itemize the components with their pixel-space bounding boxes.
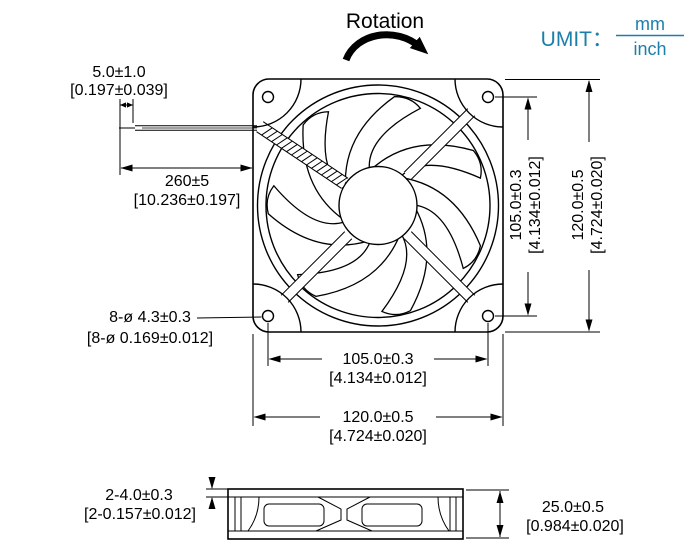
unit-denominator: inch bbox=[633, 39, 666, 59]
rotation-label: Rotation bbox=[346, 10, 424, 33]
dim-frame-depth: 25.0±0.5 [0.984±0.020] bbox=[466, 489, 624, 539]
rotation-indicator: Rotation bbox=[342, 10, 429, 62]
dim-flange-thickness-mm: 2-4.0±0.3 bbox=[105, 487, 173, 504]
hub-circle bbox=[338, 165, 418, 246]
dim-hole-pitch-vertical-inch: [4.134±0.012] bbox=[527, 156, 544, 254]
blade-face bbox=[263, 503, 325, 527]
dim-frame-height-inch: [4.724±0.020] bbox=[589, 156, 606, 254]
venturi-outer-ring bbox=[256, 84, 500, 327]
dim-lead-tip-mm: 5.0±1.0 bbox=[92, 64, 145, 81]
dim-flange-thickness-inch: [2-0.157±0.012] bbox=[84, 506, 196, 523]
corner-strut bbox=[403, 108, 476, 180]
venturi-inner-ring bbox=[265, 92, 491, 319]
mounting-hole bbox=[481, 309, 495, 323]
mounting-hole bbox=[261, 309, 275, 323]
corner-pad bbox=[454, 78, 504, 128]
dim-hole-pitch-vertical: 105.0±0.3 [4.134±0.012] bbox=[495, 96, 544, 317]
corner-pad bbox=[252, 78, 302, 128]
dim-hole-pitch-horizontal: 105.0±0.3 [4.134±0.012] bbox=[267, 323, 489, 387]
dim-frame-width-inch: [4.724±0.020] bbox=[329, 428, 427, 445]
dim-frame-height: 120.0±0.5 [4.724±0.020] bbox=[505, 79, 606, 333]
side-view bbox=[227, 488, 464, 540]
leader-line bbox=[196, 316, 262, 319]
blade-edge bbox=[247, 496, 260, 532]
blade-edge bbox=[437, 496, 450, 532]
dim-lead-length-mm: 260±5 bbox=[165, 173, 209, 190]
blade-edge bbox=[346, 496, 373, 532]
dim-frame-depth-mm: 25.0±0.5 bbox=[542, 499, 604, 516]
corner-strut bbox=[280, 231, 353, 303]
dim-lead-tip-inch: [0.197±0.039] bbox=[70, 82, 168, 99]
unit-numerator: mm bbox=[635, 14, 665, 34]
dim-mounting-holes: 8-ø 4.3±0.3 [8-ø 0.169±0.012] bbox=[87, 309, 262, 347]
front-view bbox=[119, 78, 504, 333]
dim-mounting-holes-mm: 8-ø 4.3±0.3 bbox=[109, 309, 191, 326]
dim-hole-pitch-horizontal-inch: [4.134±0.012] bbox=[329, 370, 427, 387]
dim-frame-width: 120.0±0.5 [4.724±0.020] bbox=[252, 334, 504, 445]
wire-bundle bbox=[256, 121, 349, 189]
unit-legend: UMIT： mm inch bbox=[541, 14, 684, 59]
impeller bbox=[256, 86, 491, 321]
dim-lead-length: 260±5 [10.236±0.197] bbox=[120, 164, 253, 209]
mounting-hole bbox=[261, 90, 275, 104]
lead-wires bbox=[119, 125, 257, 131]
dim-frame-width-mm: 120.0±0.5 bbox=[342, 409, 413, 426]
blade-face bbox=[361, 503, 423, 527]
corner-pad bbox=[252, 283, 302, 333]
dim-hole-pitch-vertical-mm: 105.0±0.3 bbox=[508, 169, 525, 240]
dim-frame-height-mm: 120.0±0.5 bbox=[570, 169, 587, 240]
dim-flange-thickness: 2-4.0±0.3 [2-0.157±0.012] bbox=[84, 477, 229, 523]
mounting-hole bbox=[481, 90, 495, 104]
unit-label: UMIT： bbox=[541, 28, 613, 51]
flange-lines bbox=[228, 496, 463, 532]
dim-mounting-holes-inch: [8-ø 0.169±0.012] bbox=[87, 330, 213, 347]
dim-lead-length-inch: [10.236±0.197] bbox=[134, 192, 241, 209]
dim-hole-pitch-horizontal-mm: 105.0±0.3 bbox=[342, 351, 413, 368]
corner-pad bbox=[454, 283, 504, 333]
dim-lead-tip: 5.0±1.0 [0.197±0.039] bbox=[70, 64, 168, 175]
dim-frame-depth-inch: [0.984±0.020] bbox=[526, 518, 624, 535]
blade-edge bbox=[315, 496, 342, 532]
rotation-arrow bbox=[342, 31, 429, 62]
corner-strut bbox=[403, 231, 476, 303]
